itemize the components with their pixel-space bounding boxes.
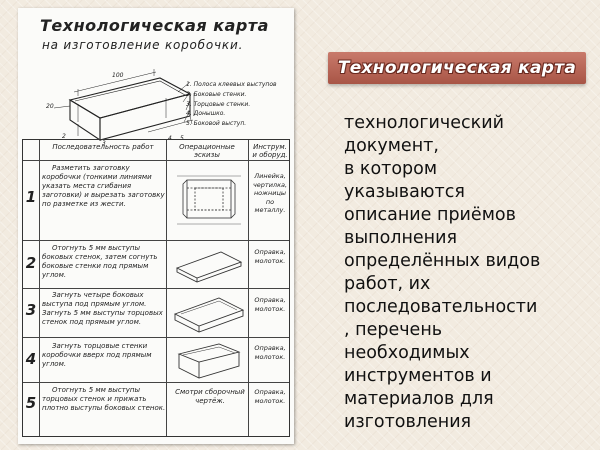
row-number: 2 [25,254,37,272]
card-title: Технологическая карта [40,16,269,35]
operations-table: Последовательность работ Операционные эс… [22,139,290,437]
row-tools: Оправка, молоток. [254,344,286,361]
definition-line: , перечень [344,320,443,340]
row-operation: Разметить заготовку коробочки (тонкими л… [42,164,165,208]
row-number: 4 [25,350,37,368]
definition-line: изготовления [344,412,472,432]
legend-item: 2. Боковые стенки. [186,90,247,98]
definition-text: технологический документ, в котором указ… [344,112,592,434]
svg-text:100: 100 [112,72,124,79]
header-tools: Инструм. и оборуд. [252,143,288,159]
flat-pattern-sketch-icon [177,175,241,225]
row-tools: Оправка, молоток. [254,248,286,265]
box-sketch-icon [177,343,241,379]
bent-tabs-sketch-icon [173,297,245,333]
definition-line: выполнения [344,228,458,248]
row-number: 5 [25,394,37,412]
legend-item: 3. Торцовые стенки. [186,100,251,108]
legend-item: 1. Полоса клеевых выступов [186,81,277,88]
row-tools: Оправка, молоток. [254,296,286,313]
header-sketches: Операционные эскизы [179,143,235,159]
definition-line: материалов для [344,389,494,409]
row-operation: Отогнуть 5 мм выступы боковых стенок, за… [42,244,158,279]
row-tools: Линейка, чертилка, ножницы по металлу. [252,172,288,214]
title-banner: Технологическая карта [328,52,586,84]
legend-item: 5. Боковой выступ. [186,120,247,128]
box-drawing: 100 20 2 3 4 5 [46,69,195,147]
bent-walls-sketch-icon [175,251,243,283]
definition-line: определённых видов [344,251,541,271]
definition-line: в котором [344,159,438,179]
row-number: 3 [25,301,37,319]
definition-line: необходимых [344,343,470,363]
definition-line: последовательности [344,297,538,317]
header-operations: Последовательность работ [52,143,154,151]
legend-item: 4. Донышко. [186,110,226,118]
row-sketch-note: Смотри сборочный чертёж. [175,388,245,405]
row-tools: Оправка, молоток. [254,388,286,405]
definition-line: работ, их [344,274,431,294]
svg-text:5: 5 [180,135,184,142]
svg-text:4: 4 [168,135,172,142]
row-operation: Загнуть торцовые стенки коробочки вверх … [42,342,152,368]
row-operation: Отогнуть 5 мм выступы торцовых стенок и … [42,386,166,412]
svg-text:20: 20 [46,103,54,110]
definition-line: указываются [344,182,465,202]
card-subtitle: на изготовление коробочки. [42,38,244,52]
svg-text:3: 3 [102,140,106,147]
definition-line: технологический [344,113,504,133]
drawing-legend: 1. Полоса клеевых выступов 2. Боковые ст… [186,80,277,129]
definition-line: описание приёмов [344,205,516,225]
technological-card-scan: Технологическая карта на изготовление ко… [18,8,294,444]
row-number: 1 [25,188,37,206]
row-operation: Загнуть четыре боковых выступа под прямы… [42,291,163,326]
banner-title: Технологическая карта [337,58,577,78]
definition-line: инструментов и [344,366,492,386]
definition-line: документ, [344,136,439,156]
svg-text:2: 2 [62,133,66,140]
